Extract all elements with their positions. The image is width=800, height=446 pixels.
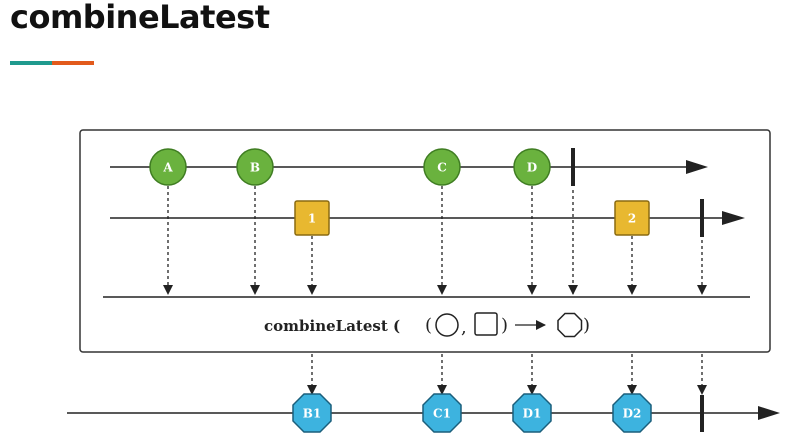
output-drop-arrows bbox=[307, 354, 707, 395]
input-drop-arrows bbox=[163, 186, 707, 295]
output-marble-d1: D1 bbox=[512, 393, 552, 433]
marble-label: B bbox=[250, 161, 260, 175]
marble-label: B1 bbox=[303, 407, 322, 421]
marble-label: A bbox=[162, 161, 173, 175]
operator-comma: , bbox=[461, 317, 467, 338]
circle-shape-icon bbox=[435, 313, 459, 337]
marble-label: D2 bbox=[623, 407, 642, 421]
output-timeline-arrowhead bbox=[758, 406, 780, 420]
input2-marble-2: 2 bbox=[614, 200, 650, 236]
input1-marble-b: B bbox=[236, 148, 274, 186]
operator-name: combineLatest ( bbox=[264, 317, 400, 335]
input2-marble-1: 1 bbox=[294, 200, 330, 236]
title-underline-teal bbox=[10, 61, 52, 65]
page-title: combineLatest bbox=[10, 0, 270, 36]
output-marble-d2: D2 bbox=[612, 393, 652, 433]
input1-marble-d: D bbox=[513, 148, 551, 186]
octagon-shape-icon bbox=[557, 312, 583, 338]
marble-label: 2 bbox=[628, 212, 636, 226]
marble-label: C1 bbox=[433, 407, 451, 421]
output-marble-b1: B1 bbox=[292, 393, 332, 433]
input1-marble-c: C bbox=[423, 148, 461, 186]
operator-close-paren: ) bbox=[501, 315, 508, 336]
title-underline-orange bbox=[52, 61, 94, 65]
marble-label: 1 bbox=[308, 212, 316, 226]
square-shape-icon bbox=[474, 312, 498, 336]
input1-marble-a: A bbox=[149, 148, 187, 186]
marble-label: D bbox=[527, 161, 537, 175]
output-marble-c1: C1 bbox=[422, 393, 462, 433]
input2-timeline-arrowhead bbox=[722, 211, 745, 225]
input1-timeline-arrowhead bbox=[686, 160, 708, 174]
operator-trailing-paren: ) bbox=[583, 315, 590, 336]
operator-open-paren: ( bbox=[425, 315, 432, 336]
marble-label: D1 bbox=[523, 407, 542, 421]
marble-label: C bbox=[437, 161, 447, 175]
